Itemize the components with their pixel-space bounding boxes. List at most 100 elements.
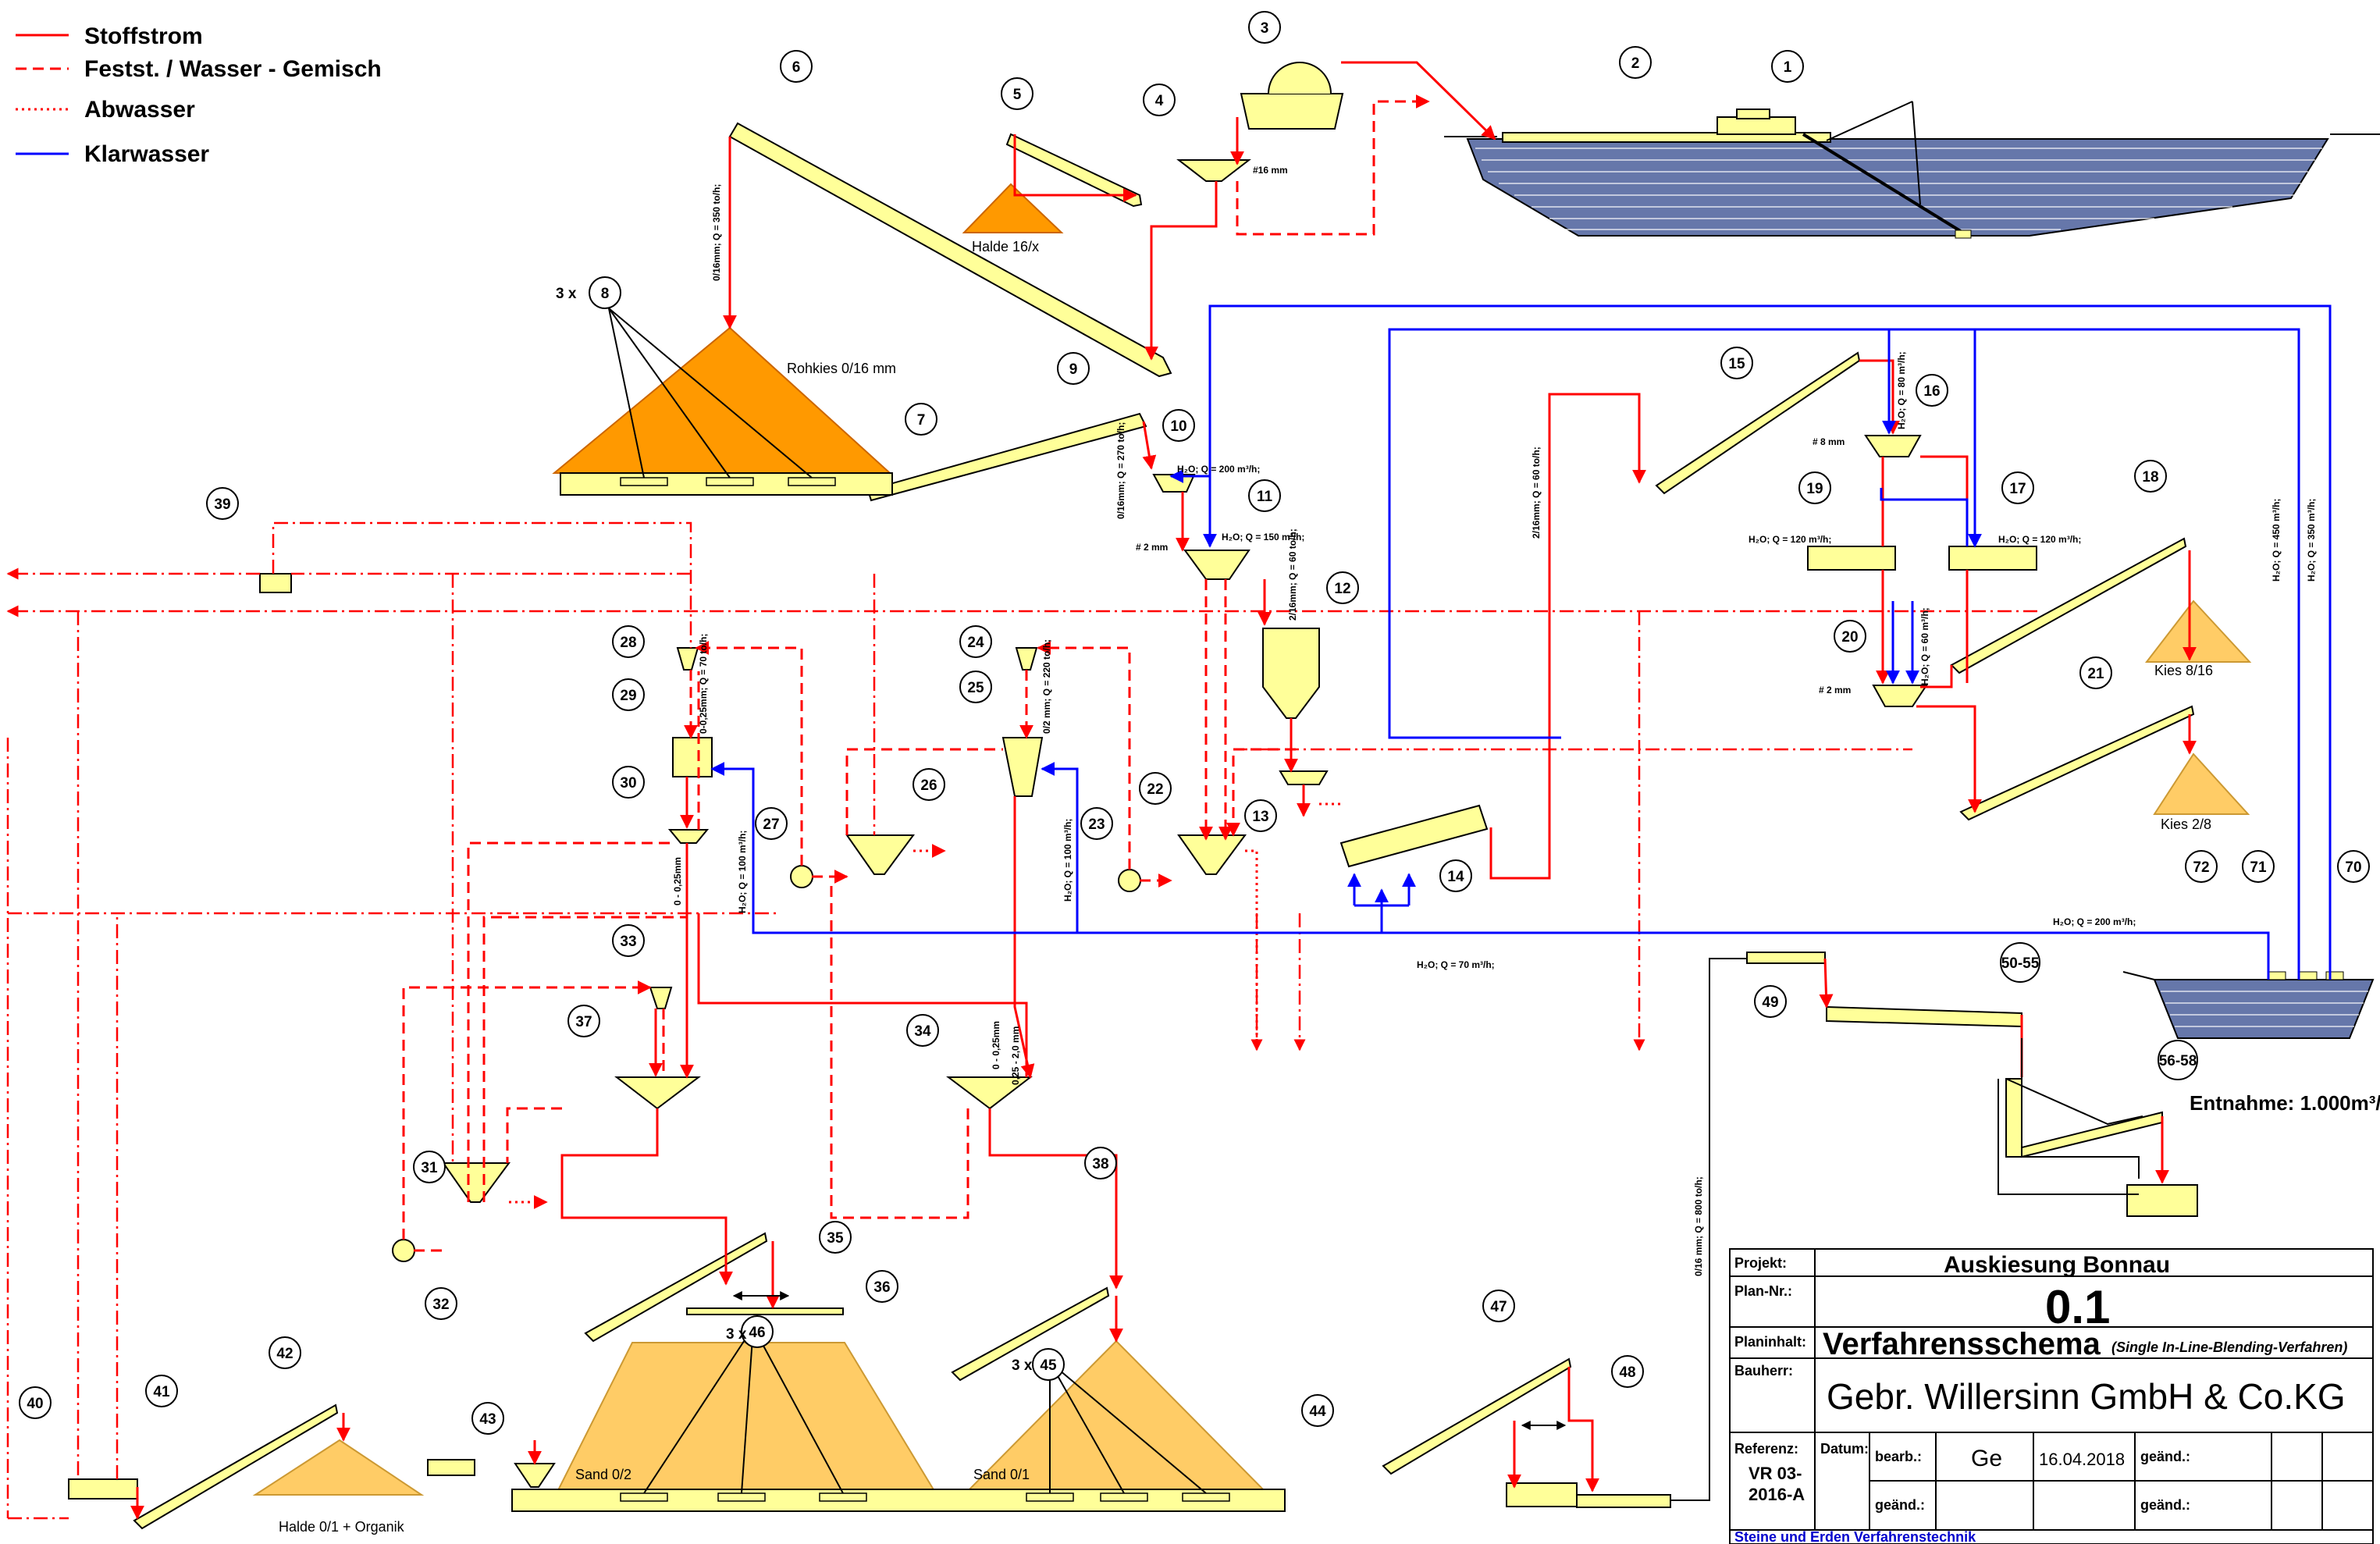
unit-19 [1807,546,1896,571]
node-number-19: 19 [1806,481,1823,497]
node-circle-1 [1771,50,1804,83]
node-circle-38 [1084,1147,1117,1179]
conveyor-50-55 [1826,1005,2022,1028]
node-24: 24 [959,625,992,658]
thickener-26 [845,834,915,875]
label-flow-d: H₂O; Q = 150 m³/h; [1222,532,1304,543]
label-flow-v: 0/16 mm; Q = 800 to/h; [1693,1176,1704,1276]
node-14: 14 [1439,859,1472,892]
conveyor-47 [1382,1357,1572,1475]
tb-referenz-label: Referenz: [1734,1441,1798,1457]
screw-classifier-14 [1339,804,1489,868]
pile-kies-28 [2153,752,2250,815]
label-sieve16: #16 mm [1253,165,1288,176]
node-4: 4 [1143,84,1176,116]
dewatering-wheel-3 [1240,93,1344,130]
node-number-21: 21 [2087,666,2104,682]
lake-water [1466,138,2329,237]
node-number-34: 34 [914,1023,931,1040]
node-circle-17 [2001,471,2034,504]
node-34: 34 [906,1014,939,1047]
structure-lines [608,308,2143,1501]
tb-geaend-label-2: geänd.: [1875,1497,1925,1513]
conveyor-21 [1959,705,2195,821]
node-circle-37 [567,1005,600,1037]
label-flow-u: H₂O; Q = 200 m³/h; [2053,916,2136,927]
node-28: 28 [612,625,645,658]
label-flow-s: 0,25 - 2,0 mm [1010,1026,1021,1085]
node-number-15: 15 [1728,356,1745,372]
conveyor-49 [1746,952,1826,964]
label-mult-8: 3 x [556,286,577,302]
label-flow-h: H₂O; Q = 120 m³/h; [1749,534,1831,545]
node-38: 38 [1084,1147,1117,1179]
label-flow-b: 0/16mm; Q = 270 to/h; [1115,422,1126,519]
node-number-29: 29 [620,688,636,704]
node-circle-41 [145,1375,178,1407]
node-circle-11 [1248,479,1281,512]
node-number-16: 16 [1923,383,1940,400]
node-circle-20 [1834,620,1866,653]
node-number-39: 39 [214,496,230,513]
screen-16 [1864,435,1922,457]
node-circle-25 [959,671,992,703]
node-circle-5 [1001,77,1033,110]
node-number-71: 71 [2250,859,2267,876]
node-49: 49 [1754,985,1787,1018]
node-number-36: 36 [873,1279,890,1296]
node-18: 18 [2134,460,2167,493]
node-circle-49 [1754,985,1787,1018]
node-circle-40 [19,1386,52,1419]
label-flow-q: 0 - 0,25mm [672,857,683,905]
node-26: 26 [913,768,945,801]
node-15: 15 [1720,347,1753,379]
node-number-24: 24 [967,635,984,651]
conveyor-9 [866,412,1147,502]
node-circle-18 [2134,460,2167,493]
node-number-46: 46 [749,1325,765,1341]
screen-11 [1183,550,1250,580]
node-number-38: 38 [1092,1156,1108,1172]
conveyor-15 [1655,351,1861,495]
dredger-cabin [1717,116,1796,135]
node-circle-36 [866,1270,898,1303]
conveyor-38 [951,1286,1110,1382]
tb-footer: Steine und Erden Verfahrenstechnik [1734,1529,1976,1544]
node-circle-50-55 [2000,942,2040,983]
label-flow-a: 0/16mm; Q = 350 to/h; [711,184,722,281]
material-flows [130,61,2197,1520]
node-31: 31 [413,1151,446,1183]
label-rohkies: Rohkies 0/16 mm [787,361,896,376]
node-circle-71 [2242,850,2275,883]
tb-bauherr-label: Bauherr: [1734,1363,1793,1379]
node-circle-19 [1798,471,1831,504]
node-number-6: 6 [792,59,801,76]
node-9: 9 [1057,352,1090,385]
thickener-31 [442,1162,511,1203]
node-circle-13 [1244,799,1277,832]
clear-water-flows [710,304,2332,980]
classifier-25 [1001,737,1044,797]
node-number-1: 1 [1784,59,1792,76]
conveyor-48 [1576,1494,1671,1508]
node-circle-39 [206,487,239,520]
label-kies816: Kies 8/16 [2154,663,2213,678]
node-number-28: 28 [620,635,636,651]
node-8: 8 [589,276,621,309]
node-circle-24 [959,625,992,658]
node-circle-8 [589,276,621,309]
node-number-50-55: 50-55 [2001,955,2040,972]
unit-37 [614,1076,701,1110]
node-number-11: 11 [1257,489,1273,505]
node-37: 37 [567,1005,600,1037]
node-29: 29 [612,678,645,711]
legend-abwasser: Abwasser [84,97,195,123]
node-number-27: 27 [763,816,779,833]
node-circle-48 [1611,1355,1644,1388]
node-number-30: 30 [620,775,636,792]
node-circle-23 [1080,807,1113,840]
node-circle-45 [1032,1348,1065,1381]
unit-34 [946,1076,1033,1110]
conveyor-35 [584,1232,768,1343]
text-labels: Halde 16/x Rohkies 0/16 mm Kies 8/16 Kie… [279,165,2380,1535]
